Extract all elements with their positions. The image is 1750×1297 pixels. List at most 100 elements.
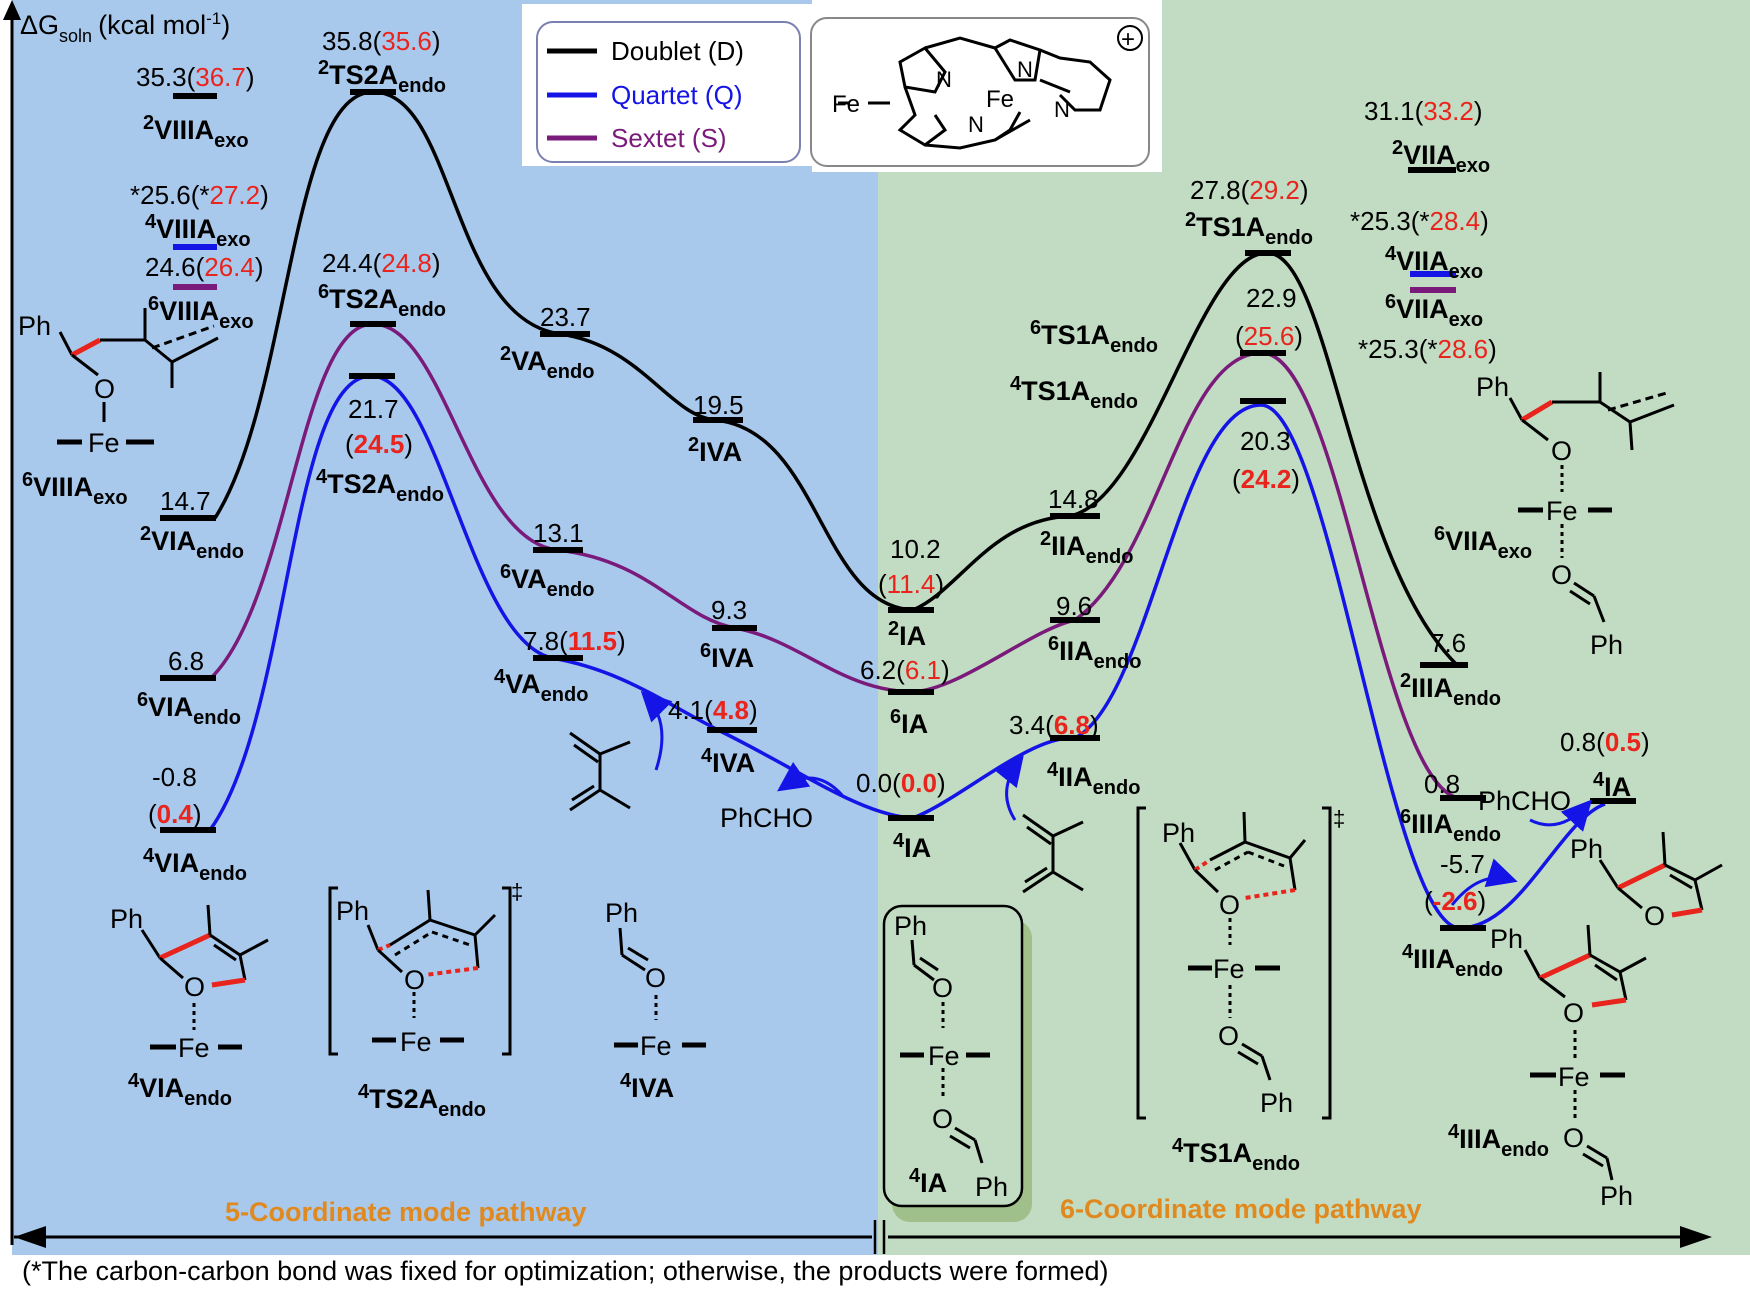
value-6VIIAexo: *25.3(*28.6) xyxy=(1358,334,1497,364)
label-4IIIAendo: 4IIIAendo xyxy=(1402,941,1503,981)
value-6TS1Aendo-a: 22.9 xyxy=(1246,283,1297,313)
structure-4VIAendo xyxy=(140,904,269,1050)
label-2IIIAendo: 2IIIAendo xyxy=(1400,670,1501,710)
value-4VIAendo-b: (0.4) xyxy=(148,799,202,829)
label-4IA-box: 4IA xyxy=(909,1165,947,1198)
value-6VIIIAexo: 24.6(26.4) xyxy=(145,252,264,282)
value-4IIIAendo-a: -5.7 xyxy=(1440,849,1485,879)
value-2VIAendo: 14.7 xyxy=(160,486,211,516)
4IIIAendo-ph: Ph xyxy=(1490,924,1523,954)
structure-4TS2Aendo xyxy=(328,886,512,1056)
label-6VIIAexo: 6VIIAexo xyxy=(1385,291,1483,331)
value-4TS1Aendo-a: 20.3 xyxy=(1240,426,1291,456)
curve-doublet-left xyxy=(213,90,914,612)
4IA-ph-bottom: Ph xyxy=(975,1172,1008,1202)
y-axis-label: ΔGsoln(kcal mol-1) xyxy=(20,9,230,46)
label-4IIIAendo-struct: 4IIIAendo xyxy=(1448,1121,1549,1161)
4IIIAendo-o: O xyxy=(1563,998,1584,1028)
label-4IVA-struct: 4IVA xyxy=(620,1070,674,1103)
left-pathway-label: 5-Coordinate mode pathway xyxy=(225,1197,587,1227)
4IVA-ph: Ph xyxy=(605,898,638,928)
product-ph: Ph xyxy=(1570,834,1603,864)
4IIIAendo-fe: Fe xyxy=(1558,1062,1590,1092)
4IIIAendo-ph2: Ph xyxy=(1600,1181,1633,1211)
4IA-o-top: O xyxy=(932,973,953,1003)
porphyrin-n4: N xyxy=(1054,97,1070,122)
structure-4IVA xyxy=(614,927,706,1048)
4TS2Aendo-fe: Fe xyxy=(400,1027,432,1057)
6VIIAexo-ph2: Ph xyxy=(1590,630,1623,660)
value-4VAendo: 7.8(11.5) xyxy=(523,626,626,656)
label-4VIIAexo: 4VIIAexo xyxy=(1385,243,1483,283)
legend-label-doublet: Doublet (D) xyxy=(611,36,744,66)
label-4VAendo: 4VAendo xyxy=(494,666,588,706)
value-6TS1Aendo-b: (25.6) xyxy=(1235,321,1303,351)
4TS1Aendo-o-top: O xyxy=(1219,890,1240,920)
value-6TS2Aendo: 24.4(24.8) xyxy=(322,248,441,278)
structure-product xyxy=(1598,831,1723,918)
value-6IIIAendo: 0.8 xyxy=(1424,769,1460,799)
blue-arrows xyxy=(640,690,1593,906)
4TS2Aendo-ph: Ph xyxy=(336,896,369,926)
footnote: (*The carbon-carbon bond was fixed for o… xyxy=(22,1256,1109,1286)
structure-4IA xyxy=(900,939,990,1164)
value-2IA-b: (11.4) xyxy=(878,569,944,599)
label-6VAendo: 6VAendo xyxy=(500,561,594,601)
label-2IIAendo: 2IIAendo xyxy=(1040,528,1133,568)
charge-plus: + xyxy=(1121,26,1135,53)
label-4IVA: 4IVA xyxy=(701,745,755,778)
curve-doublet-right xyxy=(912,251,1459,667)
label-4TS1Aendo: 4TS1Aendo xyxy=(1010,373,1138,413)
label-4IIAendo: 4IIAendo xyxy=(1047,759,1140,799)
label-2VIAendo: 2VIAendo xyxy=(140,523,244,563)
curve-sextet-right xyxy=(911,351,1459,800)
porphyrin-box xyxy=(810,17,1150,167)
label-4VIAendo-struct: 4VIAendo xyxy=(128,1070,232,1110)
label-2TS1Aendo: 2TS1Aendo xyxy=(1185,209,1313,249)
right-arrowhead xyxy=(1680,1226,1712,1248)
value-2IA-a: 10.2 xyxy=(890,534,941,564)
value-6IVA: 9.3 xyxy=(711,595,747,625)
4IA-ph-top: Ph xyxy=(894,911,927,941)
label-2IA: 2IA xyxy=(888,618,926,651)
4TS1Aendo-ph-top: Ph xyxy=(1162,818,1195,848)
label-6IVA: 6IVA xyxy=(700,640,754,673)
value-2VAendo: 23.7 xyxy=(540,302,591,332)
4VIAendo-fe: Fe xyxy=(178,1033,210,1063)
porphyrin-structure xyxy=(838,36,1112,150)
value-4IIAendo: 3.4(6.8) xyxy=(1009,710,1099,740)
4TS1Aendo-o-bottom: O xyxy=(1218,1021,1239,1051)
4IVA-o: O xyxy=(645,963,666,993)
4IVA-fe: Fe xyxy=(640,1031,672,1061)
value-2VIIIAexo: 35.3(36.7) xyxy=(136,62,255,92)
value-4IA: 0.0(0.0) xyxy=(856,768,946,798)
value-4VIIAexo: *25.3(*28.4) xyxy=(1350,206,1489,236)
porphyrin-n3: N xyxy=(968,112,984,137)
value-4IA-end: 0.8(0.5) xyxy=(1560,727,1650,757)
porphyrin-fe-label: Fe xyxy=(832,91,860,118)
4TS2Aendo-dagger: ‡ xyxy=(511,879,523,904)
label-2VIIIAexo: 2VIIIAexo xyxy=(143,112,249,152)
6VIIAexo-fe: Fe xyxy=(1546,496,1578,526)
6VIIIAexo-fe: Fe xyxy=(88,428,120,458)
label-2TS2Aendo: 2TS2Aendo xyxy=(318,57,446,97)
phcho-left: PhCHO xyxy=(720,803,813,833)
diene-right xyxy=(1022,813,1084,894)
label-6IIIAendo: 6IIIAendo xyxy=(1400,806,1501,846)
value-2TS1Aendo: 27.8(29.2) xyxy=(1190,175,1309,205)
value-4TS1Aendo-b: (24.2) xyxy=(1232,464,1300,494)
4IA-fe: Fe xyxy=(928,1041,960,1071)
label-6VIAendo: 6VIAendo xyxy=(137,689,241,729)
value-4VIAendo-a: -0.8 xyxy=(152,762,197,792)
4TS1Aendo-fe: Fe xyxy=(1213,954,1245,984)
label-6TS1Aendo: 6TS1Aendo xyxy=(1030,317,1158,357)
6VIIIAexo-o: O xyxy=(94,374,115,404)
value-6VIAendo: 6.8 xyxy=(168,646,204,676)
4TS2Aendo-o: O xyxy=(404,965,425,995)
4VIAendo-o: O xyxy=(184,972,205,1002)
structure-6VIIAexo xyxy=(1508,372,1675,623)
label-4TS2Aendo: 4TS2Aendo xyxy=(316,466,444,506)
porphyrin-center-fe: Fe xyxy=(986,86,1014,113)
label-6VIIIAexo: 6VIIIAexo xyxy=(148,293,254,333)
